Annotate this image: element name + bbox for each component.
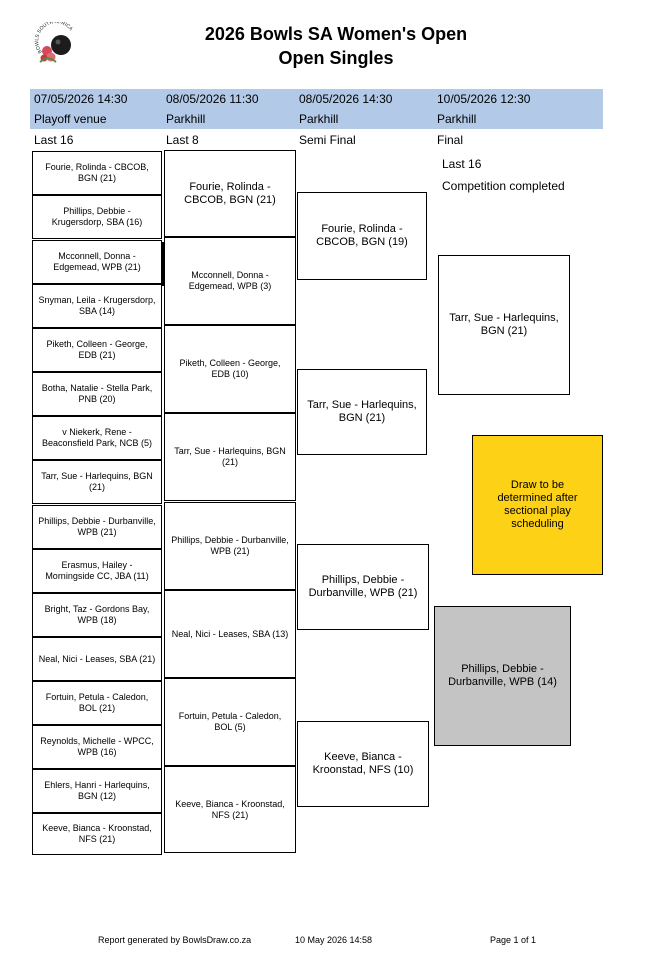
col3-date: 08/05/2026 14:30 xyxy=(299,92,393,106)
semi-entry: Fourie, Rolinda - CBCOB, BGN (19) xyxy=(297,192,427,280)
col1-round: Last 16 xyxy=(34,133,74,147)
last16-entry: Bright, Taz - Gordons Bay, WPB (18) xyxy=(32,593,162,637)
last16-entry: Reynolds, Michelle - WPCC, WPB (16) xyxy=(32,725,162,769)
last16-entry: Snyman, Leila - Krugersdorp, SBA (14) xyxy=(32,284,162,328)
bowls-south-africa-logo-icon: BOWLS SOUTH AFRICA xyxy=(34,19,80,68)
last16-entry: Neal, Nici - Leases, SBA (21) xyxy=(32,637,162,681)
final-info-stage: Last 16 xyxy=(442,157,482,171)
last16-entry: Ehlers, Hanri - Harlequins, BGN (12) xyxy=(32,769,162,813)
last16-entry: Phillips, Debbie - Durbanville, WPB (21) xyxy=(32,505,162,549)
col3-venue: Parkhill xyxy=(299,112,339,126)
final-info-status: Competition completed xyxy=(442,179,565,193)
last16-entry: Phillips, Debbie - Krugersdorp, SBA (16) xyxy=(32,195,162,239)
last8-entry: Tarr, Sue - Harlequins, BGN (21) xyxy=(164,413,296,501)
col2-date: 08/05/2026 11:30 xyxy=(166,92,259,106)
round-header-band xyxy=(30,89,603,129)
last8-entry: Neal, Nici - Leases, SBA (13) xyxy=(164,590,296,678)
last16-entry: Mcconnell, Donna - Edgemead, WPB (21) xyxy=(32,240,162,284)
last16-entry: Keeve, Bianca - Kroonstad, NFS (21) xyxy=(32,813,162,855)
page-title: 2026 Bowls SA Women's Open xyxy=(204,24,468,44)
semi-entry: Tarr, Sue - Harlequins, BGN (21) xyxy=(297,369,427,455)
last8-entry: Piketh, Colleen - George, EDB (10) xyxy=(164,325,296,413)
last16-entry: Fortuin, Petula - Caledon, BOL (21) xyxy=(32,681,162,725)
col1-date: 07/05/2026 14:30 xyxy=(34,92,128,106)
footer-page: Page 1 of 1 xyxy=(490,935,537,945)
footer-generated: Report generated by BowlsDraw.co.za xyxy=(98,935,252,945)
last8-entry: Fortuin, Petula - Caledon, BOL (5) xyxy=(164,678,296,766)
last16-entry: Fourie, Rolinda - CBCOB, BGN (21) xyxy=(32,151,162,195)
col2-round: Last 8 xyxy=(166,133,199,147)
col4-venue: Parkhill xyxy=(437,112,477,126)
final-winner-box: Tarr, Sue - Harlequins, BGN (21) xyxy=(438,255,570,395)
col4-date: 10/05/2026 12:30 xyxy=(437,92,531,106)
last8-entry: Fourie, Rolinda - CBCOB, BGN (21) xyxy=(164,150,296,237)
last16-entry: Botha, Natalie - Stella Park, PNB (20) xyxy=(32,372,162,416)
col4-round: Final xyxy=(437,133,464,147)
last16-entry: v Niekerk, Rene - Beaconsfield Park, NCB… xyxy=(32,416,162,460)
last16-entry: Tarr, Sue - Harlequins, BGN (21) xyxy=(32,460,162,504)
last8-entry: Keeve, Bianca - Kroonstad, NFS (21) xyxy=(164,766,296,853)
last16-entry: Erasmus, Hailey - Morningside CC, JBA (1… xyxy=(32,549,162,593)
draw-note-box: Draw to be determined after sectional pl… xyxy=(472,435,603,575)
col1-venue: Playoff venue xyxy=(34,112,107,126)
semi-entry: Phillips, Debbie - Durbanville, WPB (21) xyxy=(297,544,429,630)
final-runner-up-box: Phillips, Debbie - Durbanville, WPB (14) xyxy=(434,606,571,746)
last8-entry: Mcconnell, Donna - Edgemead, WPB (3) xyxy=(164,237,296,325)
footer-timestamp: 10 May 2026 14:58 xyxy=(295,935,373,945)
page-subtitle: Open Singles xyxy=(278,48,394,68)
last8-entry: Phillips, Debbie - Durbanville, WPB (21) xyxy=(164,502,296,590)
semi-entry: Keeve, Bianca - Kroonstad, NFS (10) xyxy=(297,721,429,807)
col2-venue: Parkhill xyxy=(166,112,206,126)
last16-entry: Piketh, Colleen - George, EDB (21) xyxy=(32,328,162,372)
col3-round: Semi Final xyxy=(299,133,356,147)
